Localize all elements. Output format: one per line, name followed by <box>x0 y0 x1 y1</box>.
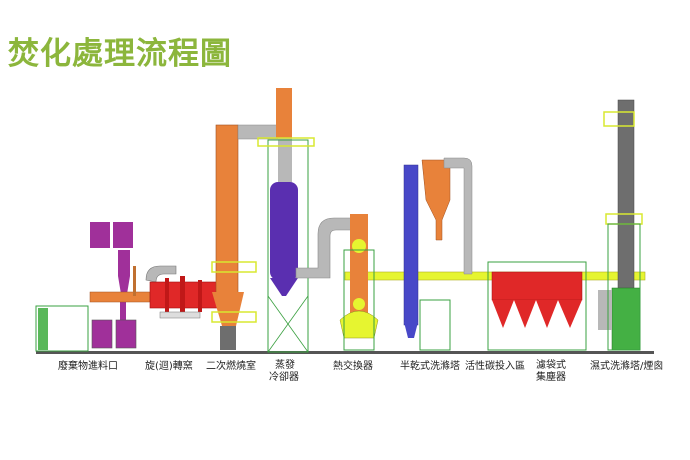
label-waste-feed: 廢棄物進料口 <box>58 361 118 372</box>
secondary-chamber <box>211 124 279 350</box>
diagram-title: 焚化處理流程圖 <box>8 36 232 72</box>
bag-filter <box>487 261 587 351</box>
label-heat-exchanger: 熱交換器 <box>333 361 373 372</box>
label-wet-scrubber-stack: 濕式洗滌塔/煙囪 <box>590 361 664 372</box>
label-semi-dry-scrubber: 半乾式洗滌塔 <box>400 361 460 372</box>
semi-dry-scrubber <box>403 157 473 351</box>
label-bag-filter-2: 集塵器 <box>536 372 566 383</box>
heat-exchanger <box>339 214 379 351</box>
label-rotary-kiln: 旋(迴)轉窯 <box>145 361 193 372</box>
duct-to-heat-exchanger <box>295 217 355 279</box>
wet-scrubber-stack <box>598 99 643 351</box>
label-bag-filter-1: 濾袋式 <box>536 360 566 371</box>
rotary-kiln <box>145 265 223 319</box>
label-evaporative-cooler-1: 蒸發 <box>275 360 295 371</box>
evaporative-cooler <box>257 88 315 353</box>
label-secondary-chamber: 二次燃燒室 <box>206 361 256 372</box>
label-activated-carbon: 活性碳投入區 <box>465 361 525 372</box>
ground-line <box>36 351 654 354</box>
label-evaporative-cooler-2: 冷卻器 <box>269 372 299 383</box>
feed-station <box>35 222 151 352</box>
